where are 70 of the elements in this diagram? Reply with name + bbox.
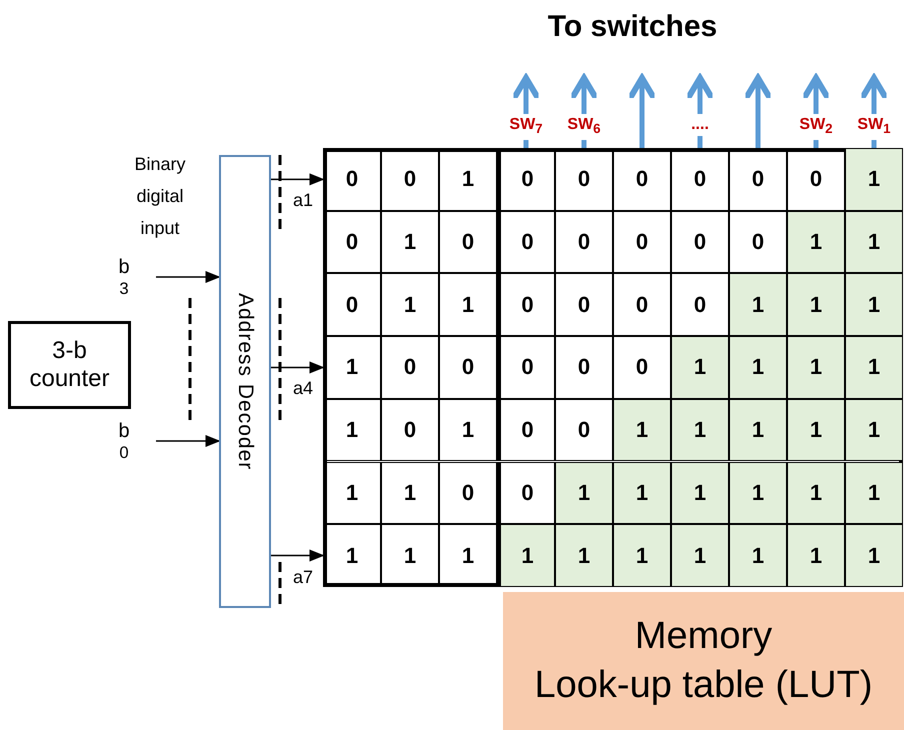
heading: To switches — [546, 10, 718, 44]
table-cell: 1 — [845, 210, 903, 274]
table-cell: 1 — [845, 148, 903, 211]
table-cell: 0 — [555, 398, 613, 462]
table-cell: 1 — [845, 524, 903, 587]
arrow — [156, 271, 220, 283]
table-cell: 1 — [555, 462, 613, 524]
table-cell: 1 — [845, 398, 903, 462]
table-cell: 1 — [613, 524, 671, 587]
table-cell: 1 — [729, 462, 787, 524]
edge-label: a4 — [293, 377, 314, 400]
memory-title-line: Memory — [634, 614, 772, 659]
edge-label: a7 — [293, 566, 314, 588]
table-cell: 1 — [787, 210, 845, 274]
table-cell: 1 — [439, 273, 497, 336]
table-cell: 0 — [613, 210, 671, 274]
table-cell: 0 — [381, 336, 439, 399]
table-cell: 0 — [497, 273, 555, 336]
table-cell: 1 — [729, 398, 787, 462]
table-cell: 0 — [439, 210, 497, 274]
table-cell: 1 — [787, 398, 845, 462]
output-arrow — [744, 75, 772, 148]
table-cell: 1 — [671, 462, 729, 524]
table-cell: 1 — [439, 398, 497, 462]
table-cell: 1 — [381, 210, 439, 274]
memory-band — [503, 592, 904, 730]
output-arrow — [628, 75, 656, 148]
arrow — [271, 361, 324, 374]
table-cell: 1 — [845, 273, 903, 336]
table-cell: 0 — [671, 273, 729, 336]
table-cell: 1 — [671, 398, 729, 462]
arrow — [271, 173, 324, 186]
memory-table — [323, 148, 903, 587]
table-cell: 1 — [787, 462, 845, 524]
table-cell: 1 — [729, 273, 787, 336]
table-cell: 0 — [439, 336, 497, 399]
table-cell: 0 — [729, 210, 787, 274]
table-cell: 1 — [787, 524, 845, 587]
table-cell: 0 — [497, 336, 555, 399]
table-cell: 1 — [845, 336, 903, 399]
decoder-box: Address Decoder — [219, 155, 271, 608]
table-cell: 0 — [381, 398, 439, 462]
table-cell: 1 — [787, 336, 845, 399]
memory-title-line: Look-up table (LUT) — [534, 663, 872, 708]
table-cell: 1 — [497, 524, 555, 587]
table-cell: 0 — [439, 462, 497, 524]
table-cell: 1 — [613, 398, 671, 462]
table-cell: 1 — [671, 524, 729, 587]
table-cell: 0 — [497, 210, 555, 274]
table-cell: 1 — [381, 273, 439, 336]
table-cell: 1 — [729, 336, 787, 399]
table-cell: 0 — [555, 273, 613, 336]
counter-box: 3-b counter — [8, 321, 131, 409]
table-cell: 0 — [497, 398, 555, 462]
table-cell: 1 — [671, 336, 729, 399]
arrow — [271, 550, 324, 562]
table-cell: 1 — [729, 524, 787, 587]
input-caption: Binary digital input — [133, 153, 187, 240]
table-cell: 0 — [555, 210, 613, 274]
table-cell: 1 — [787, 273, 845, 336]
table-cell: 0 — [671, 210, 729, 274]
table-cell: 0 — [555, 336, 613, 399]
arrow — [156, 435, 220, 447]
table-cell: 1 — [845, 462, 903, 524]
edge-label: a1 — [293, 189, 314, 212]
table-cell: 0 — [613, 336, 671, 399]
table-cell: 1 — [381, 462, 439, 524]
table-cell: 1 — [555, 524, 613, 587]
table-cell: 0 — [613, 273, 671, 336]
table-cell: 1 — [613, 462, 671, 524]
